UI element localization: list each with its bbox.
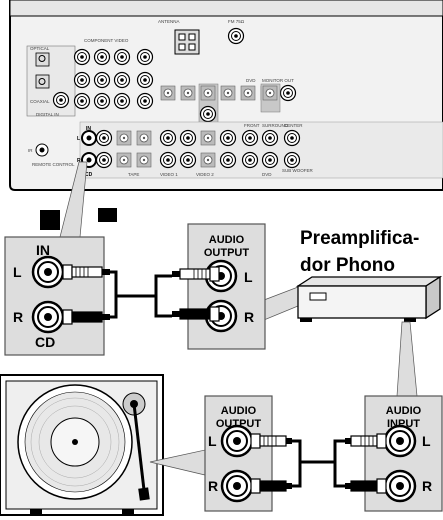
receiver-cd-in-label: IN <box>86 126 91 132</box>
receiver-bottom-label-0: TAPE <box>128 172 139 177</box>
preamp-output-title-line2: OUTPUT <box>204 247 250 259</box>
preamp-label-line2: dor Phono <box>300 255 395 276</box>
cd-input-callout: IN L R CD <box>4 161 105 356</box>
receiver-left-label-1: COAXIAL <box>30 99 50 104</box>
preamp-output-title-line1: AUDIO <box>209 234 245 246</box>
receiver-bottom-label-5: SURROUND <box>262 123 289 128</box>
receiver-header-label-0: ANTENNA <box>158 19 180 24</box>
preamp-input-r-label: R <box>422 478 432 494</box>
preamp-input-l-label: L <box>422 433 431 449</box>
receiver-bottom-label-6: CENTER <box>284 123 303 128</box>
cd-callout-cd-label: CD <box>35 334 55 350</box>
turntable-output-title-line2: OUTPUT <box>216 418 262 430</box>
preamp-label-line1: Preamplifica- <box>300 228 419 249</box>
receiver-cd-l-label: L <box>77 136 80 142</box>
receiver-left-label-3: IR <box>28 148 33 153</box>
cd-callout-l-label: L <box>13 264 22 280</box>
receiver-cd-name-label: CD <box>85 172 93 178</box>
receiver-bottom-label-7: SUB WOOFER <box>282 168 314 173</box>
receiver-left-label-2: DIGITAL IN <box>36 112 59 117</box>
receiver-bottom-label-2: VIDEO 2 <box>196 172 214 177</box>
receiver-cd-r-label: R <box>77 158 81 164</box>
turntable-output-r-label: R <box>208 478 218 494</box>
receiver-bottom-label-3: DVD <box>262 172 272 177</box>
turntable <box>0 374 164 516</box>
turntable-preamp-cable <box>250 433 387 494</box>
turntable-output-callout: AUDIO OUTPUT L R <box>149 395 273 512</box>
receiver-back-panel: IN L R CD ANTENNA FM 75Ω COMPONENT VIDEO… <box>9 0 443 230</box>
receiver-header-label-4: DVD <box>246 78 256 83</box>
receiver-bottom-label-4: FRONT <box>244 123 260 128</box>
preamp-input-title-line1: AUDIO <box>386 405 422 417</box>
turntable-output-title-line1: AUDIO <box>221 405 257 417</box>
cd-callout-in-label: IN <box>36 242 50 258</box>
phono-preamp: Preamplifica- dor Phono <box>295 228 443 322</box>
preamp-output-l-label: L <box>244 269 253 285</box>
receiver-left-label-4: REMOTE CONTROL <box>32 162 75 167</box>
preamp-indicator <box>309 292 327 301</box>
preamp-output-callout: AUDIO OUTPUT L R <box>187 223 299 350</box>
receiver-bottom-label-1: VIDEO 1 <box>160 172 178 177</box>
preamp-output-r-label: R <box>244 309 254 325</box>
receiver-left-label-0: OPTICAL <box>30 46 50 51</box>
receiver-header-label-2: COMPONENT VIDEO <box>84 38 129 43</box>
turntable-output-l-label: L <box>208 433 217 449</box>
cd-preamp-cable <box>62 264 220 325</box>
tonearm <box>132 403 146 491</box>
receiver-header-label-3: MONITOR OUT <box>262 78 294 83</box>
cd-callout-r-label: R <box>13 309 23 325</box>
receiver-header-label-1: FM 75Ω <box>228 19 245 24</box>
